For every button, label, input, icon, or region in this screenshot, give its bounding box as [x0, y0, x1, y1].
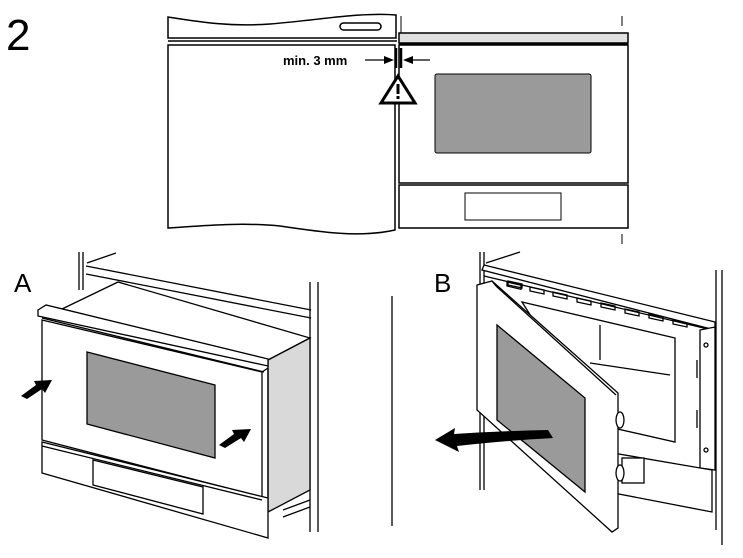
oven-window-a [86, 351, 216, 459]
cabinet-top-strip [167, 13, 397, 39]
oven-display-top-view [464, 192, 562, 221]
panel-b-diagram [391, 251, 723, 545]
oven-top-trim [398, 32, 629, 44]
gap-dimension: min. 3 mm [283, 53, 430, 68]
panel-a-label: A [14, 268, 32, 298]
step-number: 2 [6, 11, 30, 60]
arrow-right-icon [384, 56, 394, 64]
top-diagram [167, 13, 629, 244]
min-gap-label: min. 3 mm [283, 53, 347, 68]
arrow-left-icon [403, 56, 413, 64]
cabinet-door [167, 44, 396, 235]
cabinet-handle [339, 22, 382, 31]
pull-arrow-icon [435, 428, 553, 452]
panel-a-diagram [37, 252, 319, 539]
push-arrow-icon [21, 380, 251, 448]
oven-window-b [496, 323, 586, 494]
warning-triangle-icon [378, 73, 418, 105]
panel-b-label: B [434, 268, 451, 298]
oven-window-top-view [434, 73, 592, 154]
oven-display-a [92, 459, 204, 515]
